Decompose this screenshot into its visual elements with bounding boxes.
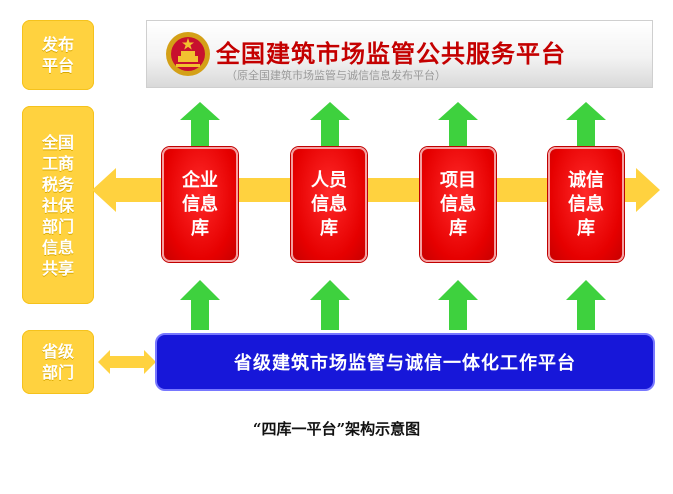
db-personnel-label: 人员信息库: [311, 169, 347, 239]
header-title: 全国建筑市场监管公共服务平台: [216, 40, 566, 68]
up-arrow-icon: [566, 280, 606, 330]
db-enterprise: 企业信息库: [162, 147, 238, 262]
up-arrow-icon: [310, 280, 350, 330]
db-credit: 诚信信息库: [548, 147, 624, 262]
side-box-publish: 发布平台: [22, 20, 94, 90]
up-arrow-icon: [438, 102, 478, 147]
side-box-province-label: 省级部门: [41, 342, 74, 382]
diagram-caption: “四库一平台”架构示意图: [252, 420, 421, 438]
db-credit-label: 诚信信息库: [568, 169, 604, 239]
side-box-shared-info-label: 全国工商税务社保部门信息共享: [41, 132, 74, 278]
header-subtitle: （原全国建筑市场监管与诚信信息发布平台）: [226, 69, 446, 82]
db-project: 项目信息库: [420, 147, 496, 262]
up-arrow-icon: [438, 280, 478, 330]
provincial-platform: 省级建筑市场监管与诚信一体化工作平台: [155, 333, 655, 391]
up-arrow-icon: [310, 102, 350, 147]
up-arrow-icon: [566, 102, 606, 147]
side-box-shared-info: 全国工商税务社保部门信息共享: [22, 106, 94, 304]
db-project-label: 项目信息库: [440, 169, 476, 239]
side-box-province: 省级部门: [22, 330, 94, 394]
db-personnel: 人员信息库: [291, 147, 367, 262]
provincial-platform-label: 省级建筑市场监管与诚信一体化工作平台: [234, 353, 576, 374]
side-box-publish-label: 发布平台: [41, 35, 74, 75]
province-double-arrow: [98, 350, 156, 374]
header-banner: [146, 20, 653, 88]
db-enterprise-label: 企业信息库: [182, 169, 218, 239]
up-arrow-icon: [180, 280, 220, 330]
up-arrow-icon: [180, 102, 220, 147]
national-emblem-icon: [166, 32, 210, 76]
